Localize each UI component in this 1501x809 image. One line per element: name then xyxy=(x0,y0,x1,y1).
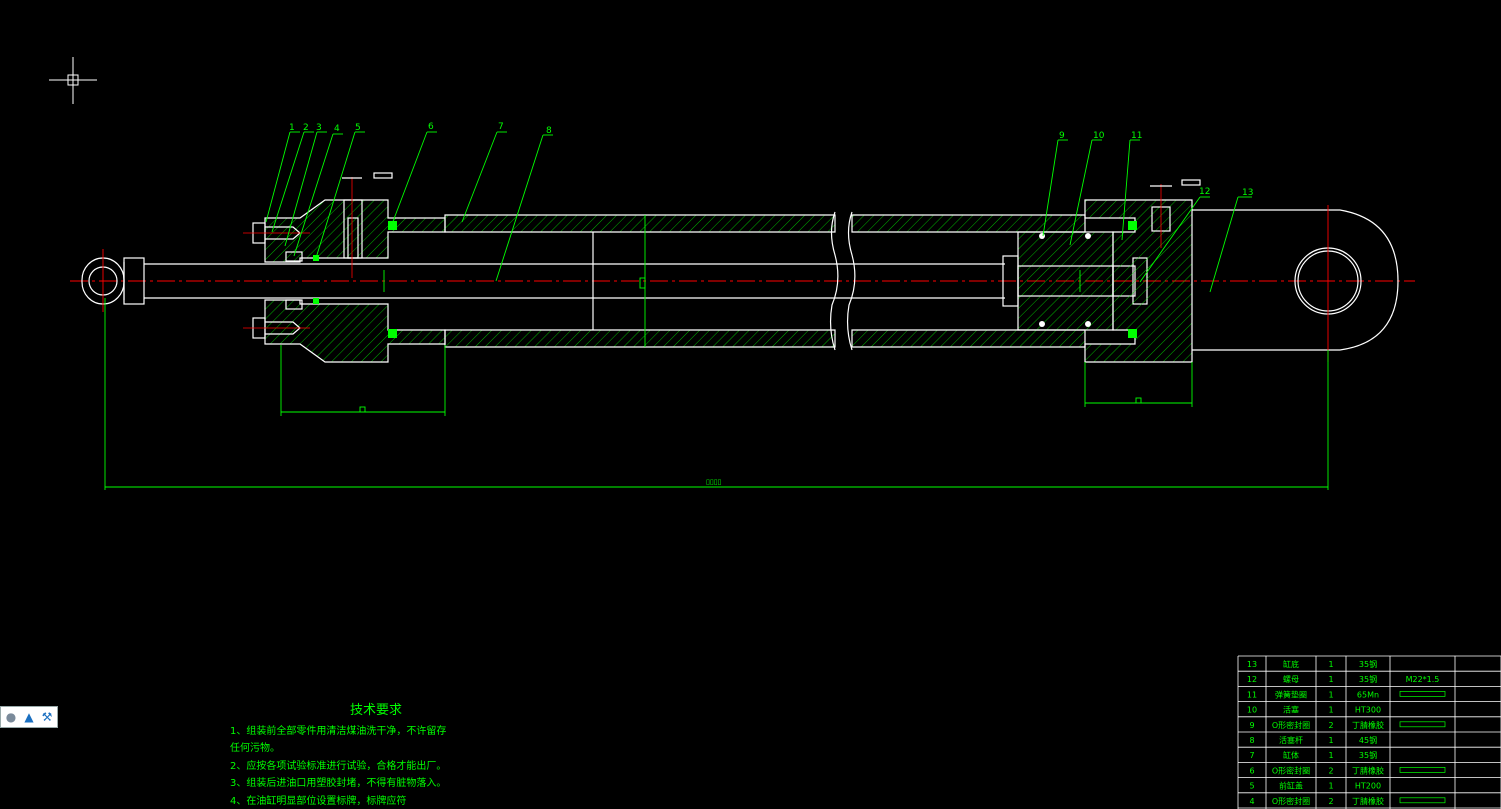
tech-req-line: 2、应按各项试验标准进行试验，合格才能出厂。 xyxy=(230,759,446,772)
tech-req-title: 技术要求 xyxy=(350,703,402,718)
bom-cell: 螺母 xyxy=(1283,674,1299,684)
dimension-lines: ▯▯▯▯ xyxy=(104,270,1329,490)
bom-cell: 45钢 xyxy=(1359,735,1377,745)
part-label-7: 7 xyxy=(498,122,504,132)
bom-cell: 11 xyxy=(1247,690,1257,699)
user-icon[interactable]: ● xyxy=(5,710,17,724)
part-label-9: 9 xyxy=(1059,131,1065,141)
bom-cell: 35钢 xyxy=(1359,750,1377,760)
bom-cell: 10 xyxy=(1247,706,1257,715)
part-label-12: 12 xyxy=(1199,187,1210,197)
bom-cell: 4 xyxy=(1249,797,1254,806)
bom-cell: 缸底 xyxy=(1283,659,1299,669)
part-label-13: 13 xyxy=(1242,188,1253,198)
bom-cell: 35钢 xyxy=(1359,659,1377,669)
part-label-3: 3 xyxy=(316,123,322,133)
bom-cell: O形密封圈 xyxy=(1272,720,1310,730)
tech-req-line: 3、组装后进油口用塑胶封堵，不得有脏物落入。 xyxy=(230,776,446,789)
floating-toolbar: ● ▲ ⚒ xyxy=(0,706,58,728)
bom-cell: 1 xyxy=(1328,690,1333,699)
bom-cell: 前缸盖 xyxy=(1279,781,1303,791)
bom-cell: 65Mn xyxy=(1357,690,1379,699)
technical-requirements: 技术要求 1、组装前全部零件用清洁煤油洗干净，不许留存 任何污物。 2、应按各项… xyxy=(230,703,446,807)
front-cover xyxy=(243,172,446,363)
bom-cell: 9 xyxy=(1249,721,1254,730)
shirt-icon[interactable]: ▲ xyxy=(24,710,34,724)
bom-cell: 5 xyxy=(1249,782,1254,791)
cylinder-barrel xyxy=(444,211,1086,351)
part-label-10: 10 xyxy=(1093,131,1105,141)
bom-cell: 丁腈橡胶 xyxy=(1352,765,1384,775)
bom-cell: 35钢 xyxy=(1359,674,1377,684)
bom-note-box xyxy=(1399,797,1446,804)
bom-cell: 1 xyxy=(1328,751,1333,760)
ucs-crosshair-icon xyxy=(49,57,97,104)
bom-cell: 8 xyxy=(1249,736,1254,745)
tech-req-line: 1、组装前全部零件用清洁煤油洗干净，不许留存 xyxy=(230,724,446,737)
bom-cell: 活塞杆 xyxy=(1279,735,1303,745)
piston-rod xyxy=(123,257,1005,305)
part-label-2: 2 xyxy=(303,123,309,133)
bom-cell: M22*1.5 xyxy=(1406,675,1440,684)
bom-cell: 2 xyxy=(1328,797,1333,806)
part-label-8: 8 xyxy=(546,126,552,136)
bom-cell: O形密封圈 xyxy=(1272,796,1310,806)
bom-note-box xyxy=(1399,721,1446,728)
bom-cell: 活塞 xyxy=(1283,705,1299,715)
bom-cell: O形密封圈 xyxy=(1272,765,1310,775)
bom-cell: HT200 xyxy=(1355,782,1381,791)
part-leaders: 1 2 3 4 5 6 7 8 9 10 11 12 13 xyxy=(265,122,1253,293)
part-label-5: 5 xyxy=(355,123,361,133)
bom-cell: 弹簧垫圈 xyxy=(1275,689,1307,699)
bom-cell: 13 xyxy=(1247,660,1257,669)
part-label-4: 4 xyxy=(334,124,340,134)
bom-note-box xyxy=(1399,691,1446,697)
bom-cell: 1 xyxy=(1328,782,1333,791)
bom-cell: 2 xyxy=(1328,721,1333,730)
rod-eye-left xyxy=(81,249,125,312)
part-label-1: 1 xyxy=(289,123,295,133)
tech-req-line: 任何污物。 xyxy=(230,741,280,754)
bom-note-box xyxy=(1399,767,1446,773)
bom-cell: 1 xyxy=(1328,706,1333,715)
bom-cell: HT300 xyxy=(1355,706,1381,715)
bom-cell: 1 xyxy=(1328,675,1333,684)
wrench-icon[interactable]: ⚒ xyxy=(41,710,53,724)
bom-cell: 6 xyxy=(1249,766,1254,775)
bom-cell: 丁腈橡胶 xyxy=(1352,796,1384,806)
tech-req-line: 4、在油缸明显部位设置标牌，标牌应符 xyxy=(230,794,406,807)
bom-cell: 7 xyxy=(1249,751,1254,760)
bom-cell: 2 xyxy=(1328,766,1333,775)
rear-clevis xyxy=(1192,205,1399,362)
part-label-11: 11 xyxy=(1131,131,1142,141)
bom-cell: 12 xyxy=(1247,675,1257,684)
bom-cell: 缸体 xyxy=(1283,750,1299,760)
bom-cell: 丁腈橡胶 xyxy=(1352,720,1384,730)
part-label-6: 6 xyxy=(428,122,434,132)
svg-text:▯▯▯▯: ▯▯▯▯ xyxy=(706,478,721,486)
bom-cell: 1 xyxy=(1328,736,1333,745)
bom-cell: 1 xyxy=(1328,660,1333,669)
piston xyxy=(1002,231,1148,331)
